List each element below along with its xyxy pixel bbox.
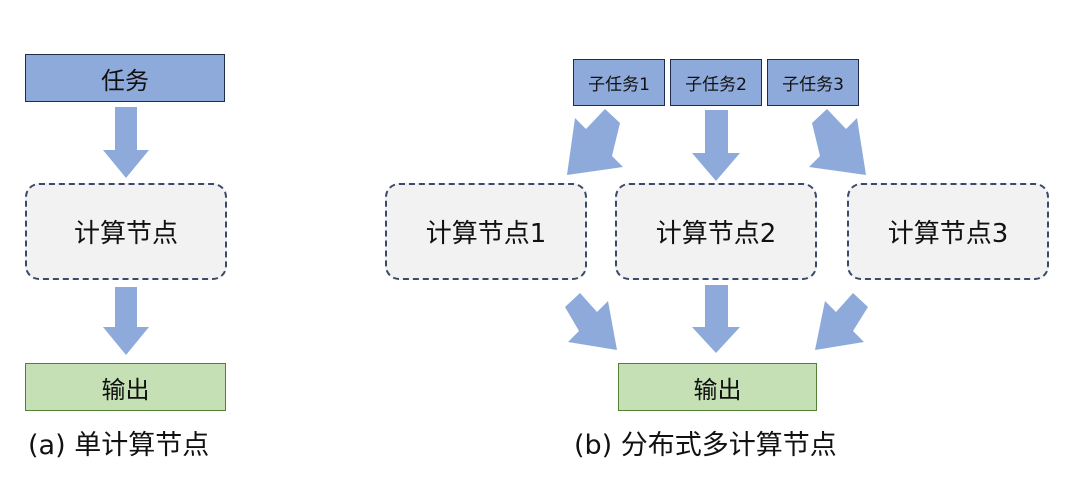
arrow-b-subtask1-to-node1 bbox=[567, 109, 623, 175]
compute-node-box-1: 计算节点1 bbox=[385, 183, 587, 280]
arrow-b-node1-to-output bbox=[565, 293, 617, 350]
subtask-box-1: 子任务1 bbox=[573, 59, 665, 106]
subtask-box-2: 子任务2 bbox=[670, 59, 762, 106]
compute-node-box-2: 计算节点2 bbox=[615, 183, 817, 280]
compute-node-box: 计算节点 bbox=[25, 183, 227, 280]
compute-node-label-2: 计算节点2 bbox=[655, 219, 777, 249]
subtask-label-2: 子任务2 bbox=[685, 75, 747, 95]
output-label-a: 输出 bbox=[101, 375, 150, 404]
arrow-b-subtask3-to-node3 bbox=[809, 109, 866, 175]
task-box: 任务 bbox=[25, 54, 225, 102]
compute-node-label-1: 计算节点1 bbox=[425, 219, 547, 249]
subtask-label-3: 子任务3 bbox=[782, 75, 844, 95]
output-box-a: 输出 bbox=[25, 363, 226, 411]
output-box-b: 输出 bbox=[618, 363, 817, 411]
subtask-label-1: 子任务1 bbox=[588, 75, 650, 95]
caption-b: (b) 分布式多计算节点 bbox=[574, 430, 837, 461]
compute-node-label-3: 计算节点3 bbox=[887, 219, 1009, 249]
arrow-b-subtask2-to-node2 bbox=[692, 110, 740, 181]
output-label-b: 输出 bbox=[693, 375, 742, 404]
arrow-b-node2-to-output bbox=[692, 285, 740, 353]
compute-node-box-3: 计算节点3 bbox=[847, 183, 1049, 280]
arrow-b-node3-to-output bbox=[815, 293, 868, 350]
subtask-box-3: 子任务3 bbox=[767, 59, 859, 106]
arrow-a-task-to-node bbox=[103, 107, 149, 178]
arrow-a-node-to-output bbox=[103, 287, 149, 355]
compute-node-label: 计算节点 bbox=[73, 219, 178, 249]
task-label: 任务 bbox=[101, 66, 149, 95]
caption-a: (a) 单计算节点 bbox=[28, 430, 210, 461]
